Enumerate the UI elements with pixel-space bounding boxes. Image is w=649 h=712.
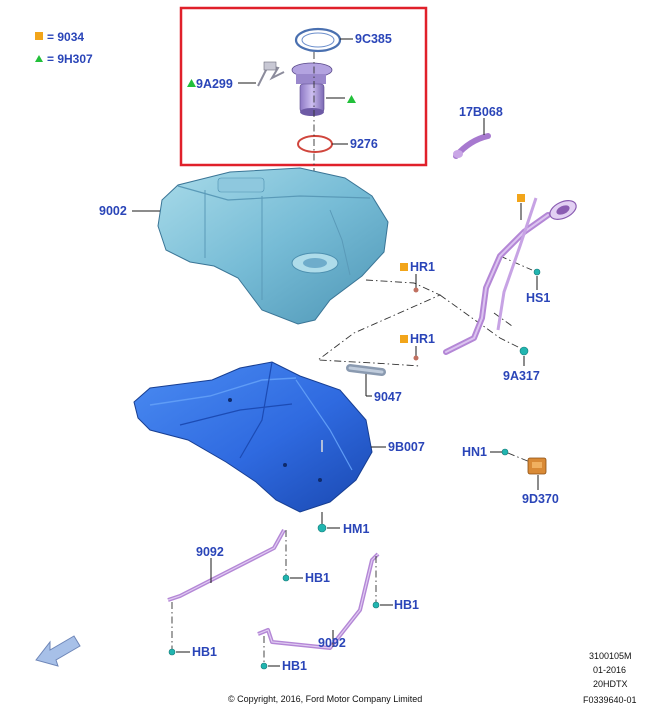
retaining-clip-17b068[interactable] — [453, 133, 491, 159]
clip-hn1[interactable] — [501, 448, 509, 456]
callout-9b007: 9B007 — [388, 440, 425, 454]
callout-hn1: HN1 — [462, 445, 487, 459]
callout-9a299: 9A299 — [196, 77, 233, 91]
filler-pipe-assembly[interactable] — [443, 197, 579, 355]
front-direction-arrow-icon — [35, 635, 81, 667]
clip-hm1[interactable] — [317, 523, 327, 533]
valve-9d370[interactable] — [527, 457, 547, 475]
drawing-code-4: F0339640-01 — [583, 695, 637, 705]
callout-hs1: HS1 — [526, 291, 550, 305]
callout-hb1-a: HB1 — [305, 571, 330, 585]
square-marker-icon — [400, 263, 408, 271]
callout-9a317: 9A317 — [503, 369, 540, 383]
fuel-level-sender[interactable] — [257, 61, 285, 87]
legend: = 9034 = 9H307 — [35, 30, 93, 66]
heat-shield[interactable] — [133, 361, 373, 513]
fuel-pump-module[interactable] — [291, 62, 345, 116]
drawing-code-3: 20HDTX — [593, 679, 628, 689]
triangle-marker-icon — [35, 55, 43, 62]
bolt-hb1-d[interactable] — [260, 662, 268, 670]
legend-triangle-label: = 9H307 — [47, 52, 93, 66]
callout-hr1-upper: HR1 — [410, 260, 435, 274]
bolt-hb1-b[interactable] — [372, 601, 380, 609]
callout-9002: 9002 — [99, 204, 127, 218]
filler-hose-9047[interactable] — [346, 364, 386, 376]
callout-hr1-lower: HR1 — [410, 332, 435, 346]
tank-strap-left[interactable] — [167, 529, 286, 602]
callout-9276: 9276 — [350, 137, 378, 151]
callout-9d370: 9D370 — [522, 492, 559, 506]
pump-seal-ring[interactable] — [297, 135, 333, 153]
square-marker-icon — [517, 194, 525, 202]
highlight-box — [179, 6, 428, 167]
fuel-tank[interactable] — [157, 167, 389, 325]
callout-9c385: 9C385 — [355, 32, 392, 46]
bolt-hb1-c[interactable] — [168, 648, 176, 656]
legend-square-label: = 9034 — [47, 30, 84, 44]
triangle-marker-icon — [347, 95, 356, 103]
drawing-code-1: 3100105M — [589, 651, 632, 661]
callout-17b068: 17B068 — [459, 105, 503, 119]
drawing-code-2: 01-2016 — [593, 665, 626, 675]
locking-ring-part[interactable] — [294, 27, 342, 53]
callout-9047: 9047 — [374, 390, 402, 404]
square-marker-icon — [35, 32, 43, 40]
square-marker-icon — [400, 335, 408, 343]
callout-hb1-c: HB1 — [192, 645, 217, 659]
clip-hs1[interactable] — [533, 268, 541, 276]
callout-hm1: HM1 — [343, 522, 369, 536]
triangle-marker-icon — [187, 79, 196, 87]
callout-hb1-b: HB1 — [394, 598, 419, 612]
tank-strap-right[interactable] — [257, 552, 380, 650]
callout-9092-left: 9092 — [196, 545, 224, 559]
clip-9a317[interactable] — [519, 346, 529, 356]
fastener-hr1-upper[interactable] — [413, 287, 419, 293]
bolt-hb1-a[interactable] — [282, 574, 290, 582]
callout-9092-right: 9092 — [318, 636, 346, 650]
callout-hb1-d: HB1 — [282, 659, 307, 673]
copyright-text: © Copyright, 2016, Ford Motor Company Li… — [228, 694, 422, 704]
fastener-hr1-lower[interactable] — [413, 355, 419, 361]
